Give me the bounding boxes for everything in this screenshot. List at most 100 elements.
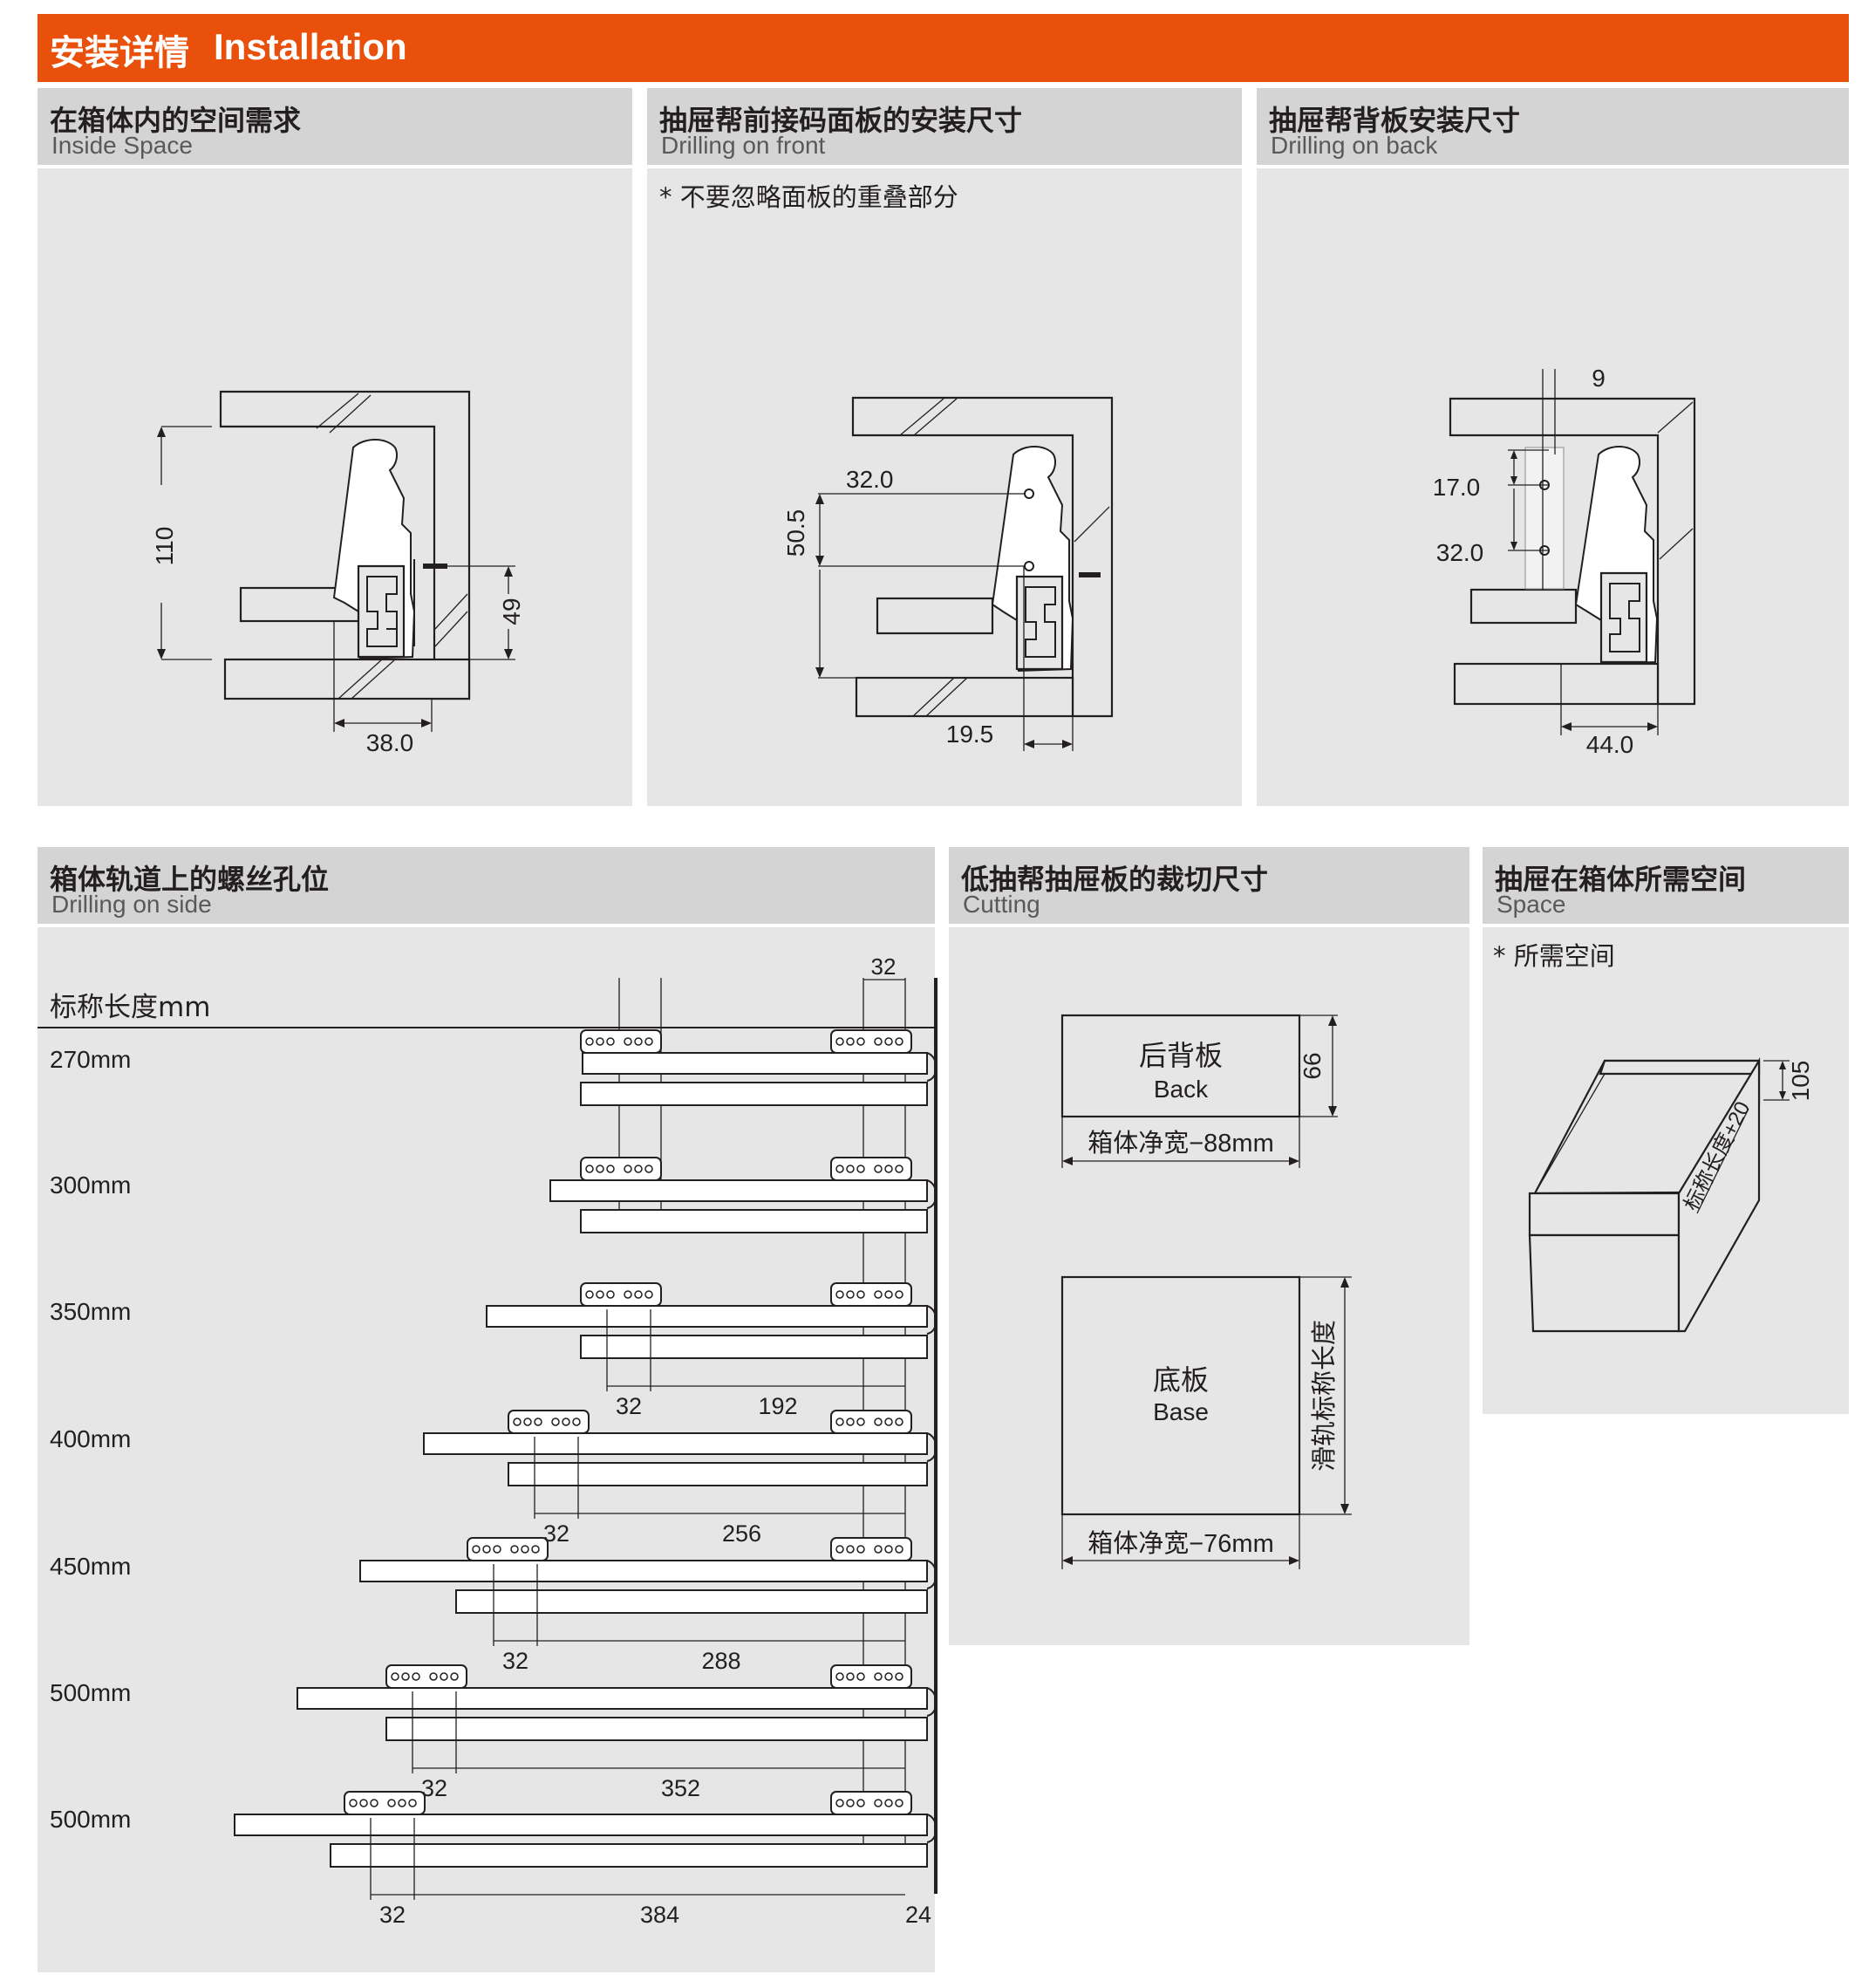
screw-hole xyxy=(562,1418,570,1426)
screw-hole xyxy=(387,1799,396,1807)
dim-right-value: 256 xyxy=(722,1520,761,1547)
screw-hole xyxy=(895,1037,903,1046)
panel-subtitle: Drilling on front xyxy=(661,132,826,159)
screw-hole xyxy=(846,1290,855,1299)
dim-19-5: 19.5 xyxy=(946,721,994,748)
screw-hole xyxy=(874,1037,883,1046)
screw-hole xyxy=(835,1545,844,1554)
screw-hole xyxy=(585,1037,594,1046)
header-banner: 安装详情 Installation xyxy=(38,14,1849,82)
screw-hole xyxy=(585,1290,594,1299)
rail-upper-bar xyxy=(486,1305,928,1328)
row-label: 350mm xyxy=(50,1298,132,1325)
rail-end-hook xyxy=(926,1560,938,1589)
screw-hole xyxy=(856,1165,865,1173)
rail-lower-bar xyxy=(508,1462,928,1486)
row-label: 450mm xyxy=(50,1553,132,1580)
dim-32-back: 32.0 xyxy=(1436,539,1484,566)
screw-hole xyxy=(856,1037,865,1046)
screw-hole xyxy=(874,1545,883,1554)
screw-hole xyxy=(606,1290,615,1299)
panel-header: 在箱体内的空间需求 Inside Space xyxy=(38,88,632,168)
screw-hole xyxy=(895,1672,903,1681)
base-width-dim: 箱体净宽−76mm xyxy=(1088,1529,1274,1558)
panel-subtitle: Drilling on side xyxy=(51,891,212,918)
dim-top-32: 32 xyxy=(871,953,897,980)
back-height-dim: 66 xyxy=(1299,1052,1326,1079)
screw-hole xyxy=(624,1037,632,1046)
screw-hole xyxy=(398,1799,406,1807)
screw-hole xyxy=(846,1545,855,1554)
screw-hole xyxy=(874,1290,883,1299)
drilling-back-panel: 抽屉帮背板安装尺寸 Drilling on back 9 17.0 32.0 xyxy=(1257,88,1849,806)
screw-hole xyxy=(884,1545,893,1554)
dim-49: 49 xyxy=(498,598,525,625)
rail-lower-bar xyxy=(330,1843,928,1868)
dim-right-value: 192 xyxy=(758,1393,797,1419)
rail-end-hook xyxy=(926,1052,938,1082)
panel-header: 抽屉在箱体所需空间 Space xyxy=(1483,847,1849,927)
drilling-front-drawing: 32.0 50.5 19.5 xyxy=(782,396,1114,751)
screw-hole xyxy=(874,1799,883,1807)
screw-hole xyxy=(534,1418,542,1426)
rail-upper-bar xyxy=(549,1179,928,1202)
screw-hole xyxy=(846,1799,855,1807)
dim-right-value: 288 xyxy=(701,1648,740,1674)
screw-hole xyxy=(644,1165,653,1173)
screw-hole xyxy=(835,1799,844,1807)
panel-subtitle: Cutting xyxy=(963,891,1040,918)
dim-end-value: 24 xyxy=(905,1902,931,1928)
panel-header: 抽屉帮背板安装尺寸 Drilling on back xyxy=(1257,88,1849,168)
dim-left-value: 32 xyxy=(502,1648,528,1674)
panel-subtitle: Inside Space xyxy=(51,132,193,159)
front-note: * 不要忽略面板的重叠部分 xyxy=(659,182,958,212)
screw-hole xyxy=(624,1290,632,1299)
dim-9: 9 xyxy=(1592,365,1606,392)
panel-title: 在箱体内的空间需求 xyxy=(50,104,302,137)
rail-group xyxy=(234,1029,938,1868)
screw-hole xyxy=(835,1418,844,1426)
row-label: 270mm xyxy=(50,1046,132,1073)
screw-hole xyxy=(493,1545,501,1554)
back-label-en: Back xyxy=(1154,1076,1209,1103)
screw-hole xyxy=(884,1418,893,1426)
base-label-en: Base xyxy=(1153,1398,1209,1425)
dim-left-value: 32 xyxy=(421,1775,447,1801)
panel-title: 抽屉帮前接码面板的安装尺寸 xyxy=(659,104,1023,137)
rail-lower-bar xyxy=(580,1082,928,1106)
rail-end-hook xyxy=(926,1814,938,1843)
panel-title: 低抽帮抽屉板的裁切尺寸 xyxy=(961,863,1269,896)
panel-subtitle: Space xyxy=(1497,891,1566,918)
screw-hole xyxy=(391,1672,399,1681)
rail-upper-bar xyxy=(359,1560,928,1582)
screw-hole xyxy=(895,1799,903,1807)
drilling-front-panel: 抽屉帮前接码面板的安装尺寸 Drilling on front * 不要忽略面板… xyxy=(647,88,1242,806)
rail-end-hook xyxy=(926,1687,938,1717)
row-label: 300mm xyxy=(50,1172,132,1199)
screw-hole xyxy=(846,1165,855,1173)
screw-hole xyxy=(523,1418,532,1426)
screw-hole xyxy=(856,1290,865,1299)
inside-space-drawing: 110 49 38.0 xyxy=(151,390,525,756)
screw-hole xyxy=(634,1290,643,1299)
back-board xyxy=(1060,1014,1301,1118)
screw-hole xyxy=(856,1672,865,1681)
dim-right-value: 352 xyxy=(661,1775,700,1801)
screw-hole xyxy=(895,1290,903,1299)
base-length-dim: 滑轨标称长度 xyxy=(1310,1320,1339,1472)
screw-hole xyxy=(884,1037,893,1046)
screw-hole xyxy=(572,1418,581,1426)
panel-title: 抽屉在箱体所需空间 xyxy=(1495,863,1747,896)
cutting-drawing: 后背板 Back 66 箱体净宽−88mm 底板 Base 滑轨标称长度 箱体净… xyxy=(1060,1014,1352,1569)
dim-right-value: 384 xyxy=(640,1902,679,1928)
back-label-cn: 后背板 xyxy=(1139,1040,1223,1071)
screw-hole xyxy=(401,1672,410,1681)
screw-hole xyxy=(835,1290,844,1299)
screw-hole xyxy=(884,1672,893,1681)
screw-hole xyxy=(846,1672,855,1681)
screw-hole xyxy=(835,1165,844,1173)
header-title-cn: 安装详情 xyxy=(50,33,189,73)
space-panel: 抽屉在箱体所需空间 Space * 所需空间 105 标称长度+20 xyxy=(1483,847,1849,1414)
rail-end-hook xyxy=(926,1305,938,1335)
